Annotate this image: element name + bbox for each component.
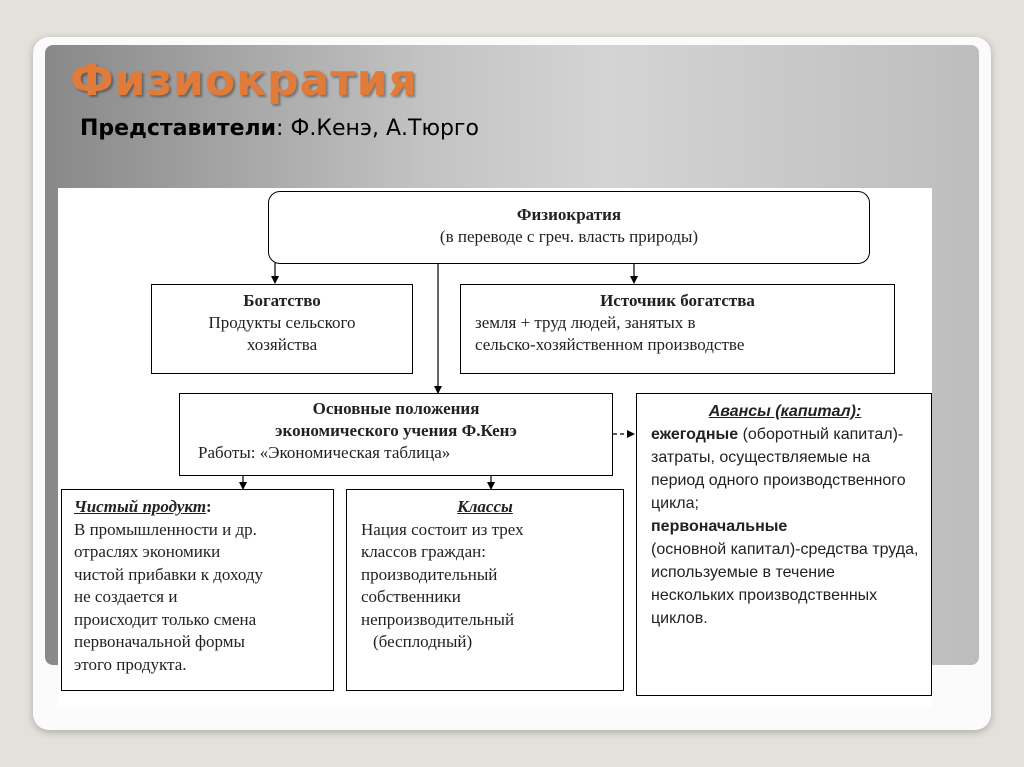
- slide-subtitle: Представители: Ф.Кенэ, А.Тюрго: [80, 116, 479, 141]
- classes-line: классов граждан:: [361, 542, 486, 561]
- box-advances: Авансы (капитал): ежегодные (оборотный к…: [636, 393, 932, 696]
- net-product-line: отраслях экономики: [74, 542, 221, 561]
- box-classes: Классы Нация состоит из трех классов гра…: [346, 489, 624, 691]
- source-title: Источник богатства: [600, 291, 755, 310]
- main-line: Основные положения: [312, 399, 480, 418]
- diagram-canvas: Физиократия (в переводе с греч. власть п…: [58, 188, 932, 707]
- source-line: сельско-хозяйственном производстве: [475, 335, 745, 354]
- source-line: земля + труд людей, занятых в: [475, 313, 696, 332]
- initial-label: первоначальные: [651, 518, 788, 535]
- advances-annual: ежегодные (оборотный капитал)-затраты, о…: [651, 423, 919, 515]
- wealth-title: Богатство: [243, 291, 321, 310]
- net-product-line: В промышленности и др.: [74, 519, 257, 539]
- advances-title-text: Авансы (капитал):: [708, 403, 862, 420]
- classes-line: собственники: [361, 587, 461, 606]
- box-wealth-source: Источник богатства земля + труд людей, з…: [460, 284, 895, 374]
- box-wealth: Богатство Продукты сельского хозяйства: [151, 284, 413, 374]
- classes-line: непроизводительный: [361, 609, 515, 629]
- classes-line: (бесплодный): [373, 632, 473, 651]
- box-main-theses: Основные положения экономического учения…: [179, 393, 613, 476]
- wealth-line: Продукты сельского: [208, 313, 356, 332]
- box-net-product: Чистый продукт: В промышленности и др. о…: [61, 489, 334, 691]
- physiocracy-text: (в переводе с греч. власть природы): [439, 227, 699, 246]
- connector-lines: [239, 263, 638, 490]
- advances-title: Авансы (капитал):: [651, 400, 919, 423]
- classes-title: Классы: [361, 496, 609, 519]
- box-physiocracy: Физиократия (в переводе с греч. власть п…: [268, 191, 870, 264]
- net-product-title-text: Чистый продукт: [74, 497, 207, 516]
- subtitle-names: Ф.Кенэ, А.Тюрго: [290, 116, 479, 141]
- classes-line: производительный: [361, 564, 498, 584]
- net-product-title-suffix: :: [206, 497, 212, 516]
- annual-text: (оборотный капитал)-затраты, осуществляе…: [651, 426, 906, 512]
- net-product-line: этого продукта.: [74, 654, 187, 674]
- classes-title-text: Классы: [457, 497, 513, 516]
- subtitle-label: Представители: [80, 116, 277, 141]
- main-works: Работы: «Экономическая таблица»: [198, 443, 451, 462]
- net-product-title: Чистый продукт:: [74, 496, 321, 519]
- slide-title: Физиократия: [70, 55, 418, 106]
- net-product-line: не создается и: [74, 587, 178, 606]
- initial-text: (основной капитал)-средства труда, испол…: [651, 541, 919, 627]
- net-product-line: происходит только смена: [74, 609, 257, 629]
- net-product-line: первоначальной формы: [74, 632, 245, 651]
- net-product-line: чистой прибавки к доходу: [74, 564, 264, 584]
- subtitle-separator: :: [276, 116, 291, 141]
- wealth-line: хозяйства: [246, 335, 318, 354]
- main-line: экономического учения Ф.Кенэ: [275, 421, 517, 440]
- physiocracy-title: Физиократия: [516, 205, 622, 224]
- classes-line: Нация состоит из трех: [361, 519, 524, 539]
- annual-label: ежегодные: [651, 426, 739, 443]
